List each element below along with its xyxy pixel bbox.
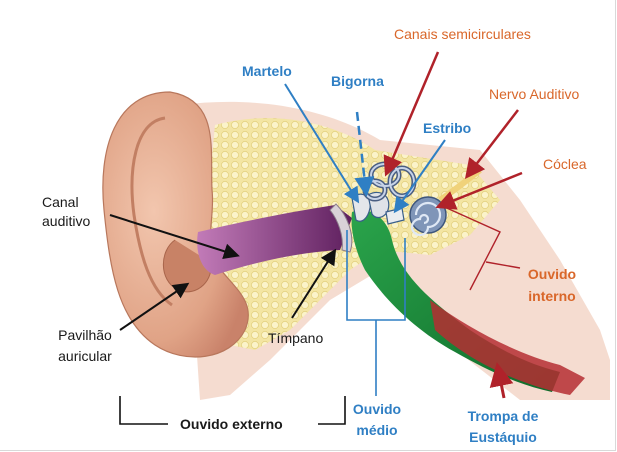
label-ouvido-externo: Ouvido externo — [180, 416, 283, 433]
pointer-nervo — [468, 110, 518, 175]
label-martelo: Martelo — [242, 63, 292, 80]
label-ouvido-medio-line1: Ouvido — [352, 401, 402, 418]
label-pavilhao-line2: auricular — [45, 348, 125, 365]
label-trompa-line1: Trompa de — [460, 408, 546, 425]
label-canais-semicirculares: Canais semicirculares — [394, 26, 531, 43]
bracket-ouvido-externo — [120, 396, 168, 424]
label-ouvido-medio-line2: médio — [352, 422, 402, 439]
label-canal-auditivo-line2: auditivo — [42, 213, 90, 230]
label-trompa-line2: Eustáquio — [460, 429, 546, 446]
label-nervo-auditivo: Nervo Auditivo — [489, 86, 579, 103]
label-ouvido-interno-line2: interno — [522, 288, 582, 305]
label-ouvido-interno-line1: Ouvido — [522, 266, 582, 283]
label-estribo: Estribo — [423, 120, 471, 137]
label-bigorna: Bigorna — [331, 73, 384, 90]
label-coclea: Cóclea — [543, 156, 587, 173]
label-timpano: Tímpano — [268, 330, 323, 347]
label-pavilhao-line1: Pavilhão — [45, 327, 125, 344]
bracket-ouvido-externo-right — [318, 396, 345, 424]
label-canal-auditivo-line1: Canal — [42, 194, 79, 211]
